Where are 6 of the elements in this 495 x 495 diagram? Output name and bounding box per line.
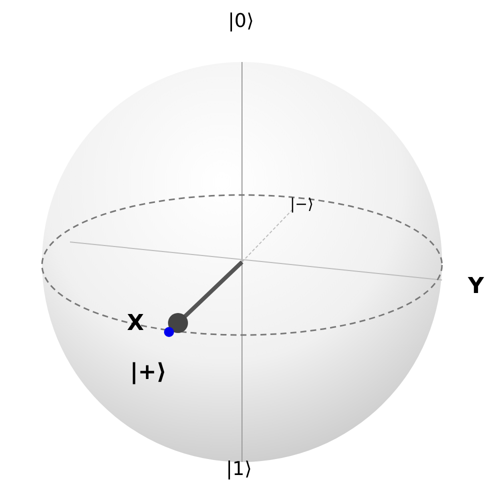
state-label: |−⟩	[290, 197, 314, 212]
state-label: |+⟩	[130, 362, 167, 384]
axis-label: X	[127, 313, 144, 335]
state-label: |0⟩	[228, 12, 254, 31]
state-label: |1⟩	[226, 460, 252, 479]
axis-label: Y	[468, 276, 484, 298]
